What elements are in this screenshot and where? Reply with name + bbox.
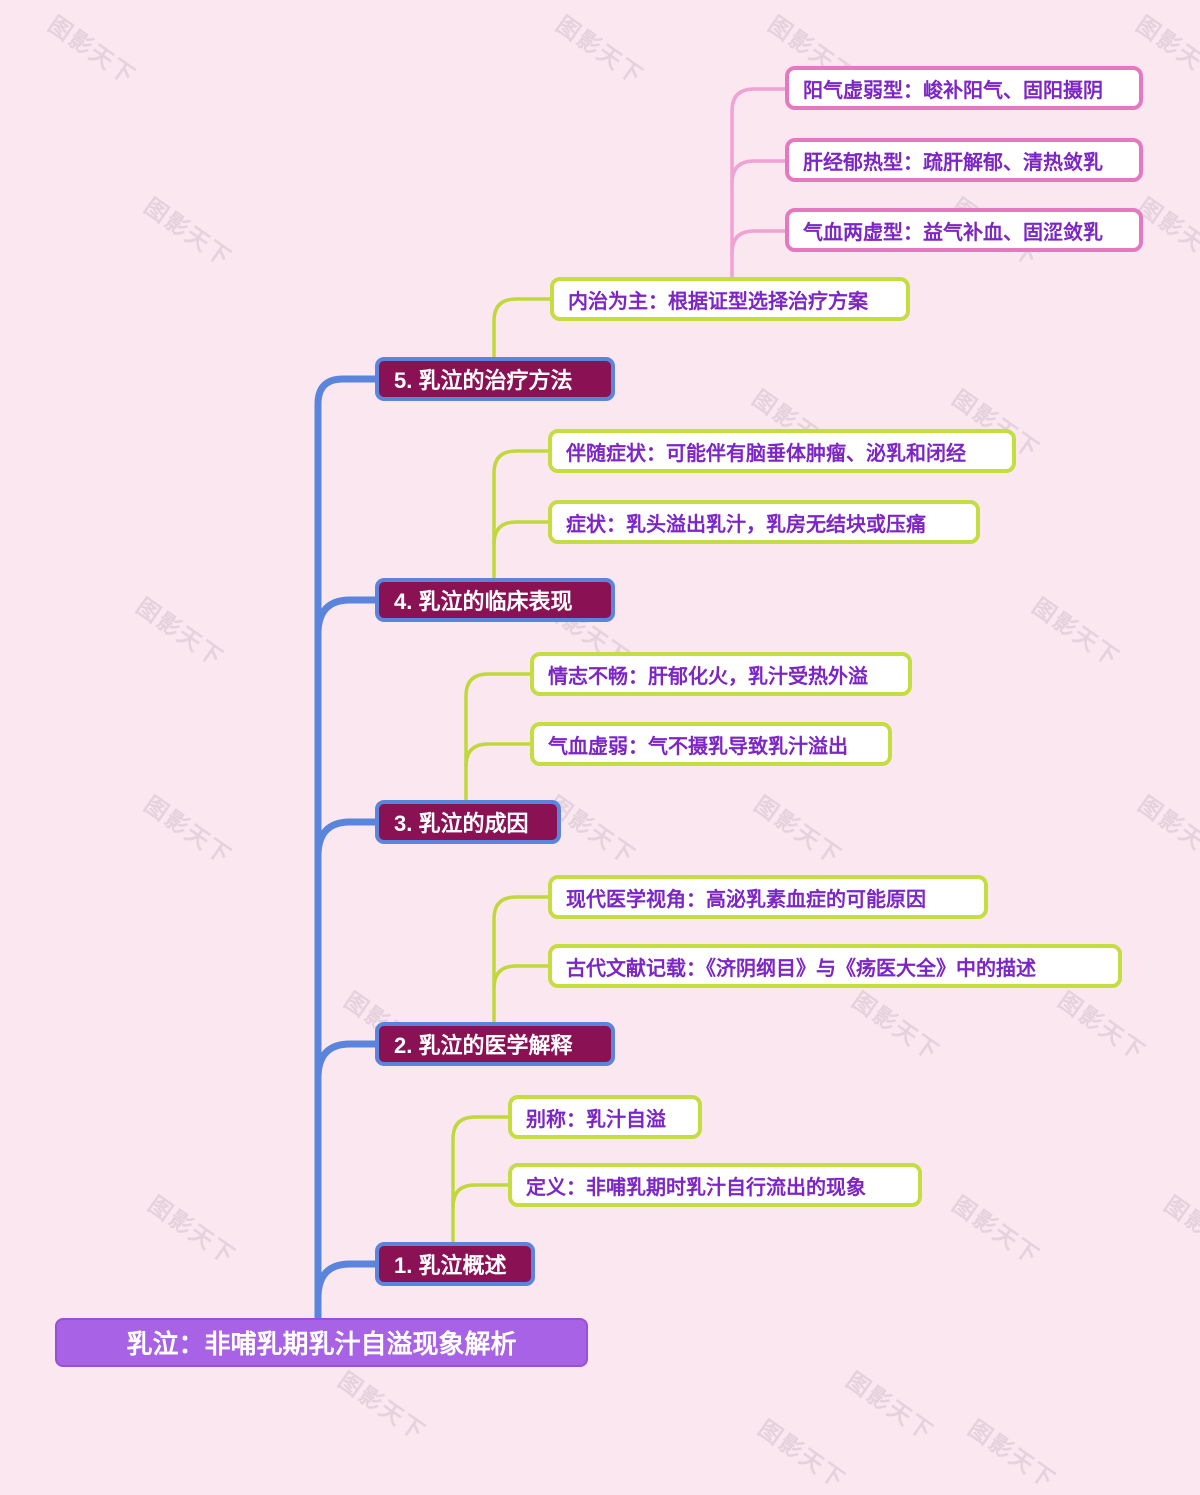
- connector-branch-2: [314, 1040, 383, 1082]
- leaf-node-qi-blood-deficiency-type[interactable]: 气血两虚型：益气补血、固涩敛乳: [785, 208, 1143, 252]
- branch-node-4-clinical-manifestations[interactable]: 4. 乳泣的临床表现: [375, 578, 615, 622]
- connector-1-1: [451, 1115, 512, 1244]
- connector-2-1: [492, 895, 552, 1024]
- leaf-node-modern-medicine-view[interactable]: 现代医学视角：高泌乳素血症的可能原因: [548, 875, 988, 919]
- connector-branch-1: [314, 1260, 383, 1302]
- connector-1-2: [451, 1183, 512, 1209]
- branch-node-3-causes[interactable]: 3. 乳泣的成因: [375, 800, 561, 844]
- leaf-node-emotional-cause[interactable]: 情志不畅：肝郁化火，乳汁受热外溢: [530, 652, 912, 696]
- connector-5-1-2: [730, 159, 789, 185]
- leaf-node-definition[interactable]: 定义：非哺乳期时乳汁自行流出的现象: [508, 1163, 922, 1207]
- leaf-node-symptoms[interactable]: 症状：乳头溢出乳汁，乳房无结块或压痛: [548, 500, 980, 544]
- leaf-node-accompanying-symptoms[interactable]: 伴随症状：可能伴有脑垂体肿瘤、泌乳和闭经: [548, 429, 1016, 473]
- leaf-node-alias[interactable]: 别称：乳汁自溢: [508, 1095, 702, 1139]
- treatment-connectors: [730, 87, 789, 279]
- connector-3-2: [464, 742, 534, 768]
- connector-4-1: [492, 449, 552, 580]
- connector-3-1: [464, 672, 534, 802]
- root-node[interactable]: 乳泣：非哺乳期乳汁自溢现象解析: [55, 1318, 588, 1367]
- branch-node-1-overview[interactable]: 1. 乳泣概述: [375, 1242, 535, 1286]
- leaf-node-yang-deficiency-type[interactable]: 阳气虚弱型：峻补阳气、固阳摄阴: [785, 66, 1143, 110]
- connector-5-1: [492, 297, 554, 359]
- trunk-connectors: [314, 375, 383, 1322]
- connector-branch-4: [314, 596, 383, 638]
- connector-branch-3: [314, 818, 383, 860]
- branch-node-2-medical-explanation[interactable]: 2. 乳泣的医学解释: [375, 1022, 615, 1066]
- leaf-node-liver-heat-type[interactable]: 肝经郁热型：疏肝解郁、清热敛乳: [785, 138, 1143, 182]
- branch-node-5-treatment-methods[interactable]: 5. 乳泣的治疗方法: [375, 357, 615, 401]
- connector-5-1-1: [730, 87, 789, 279]
- leaf-node-ancient-literature[interactable]: 古代文献记载：《济阴纲目》与《疡医大全》中的描述: [548, 944, 1122, 988]
- connector-2-2: [492, 964, 552, 990]
- leaf-node-internal-treatment[interactable]: 内治为主：根据证型选择治疗方案: [550, 277, 910, 321]
- mindmap-canvas: 图影天下 图影天下 图影天下 图影天下 图影天下 图影天下 图影天下 图影天下 …: [44, 11, 1200, 1494]
- connector-4-2: [492, 520, 552, 546]
- leaf-connectors: [451, 297, 554, 1244]
- connector-trunk: [314, 375, 381, 1322]
- connector-5-1-3: [730, 229, 789, 255]
- connector-layer: [314, 87, 789, 1322]
- leaf-node-qi-blood-weakness[interactable]: 气血虚弱：气不摄乳导致乳汁溢出: [530, 722, 892, 766]
